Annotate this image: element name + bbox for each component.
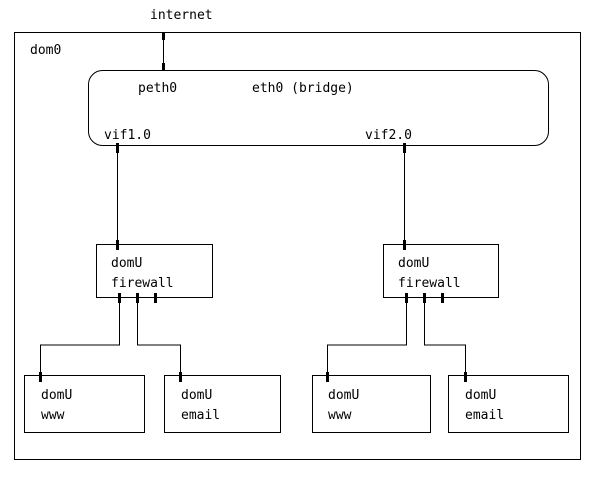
guest-right-email-line2: email: [465, 408, 504, 423]
link-firewall-left-to-email: [137, 297, 181, 376]
firewall-left-line1: domU: [111, 256, 142, 271]
guest-right-email-box: [448, 375, 569, 433]
guest-left-email-line2: email: [181, 408, 220, 423]
guest-right-email-line1: domU: [465, 388, 496, 403]
guest-right-www-line1: domU: [328, 388, 359, 403]
firewall-right-line2: firewall: [398, 276, 461, 291]
firewall-left-line2: firewall: [111, 276, 174, 291]
guest-left-www-line1: domU: [41, 388, 72, 403]
internet-label: internet: [150, 8, 213, 23]
guest-left-email-line1: domU: [181, 388, 212, 403]
link-firewall-right-to-email: [424, 297, 466, 376]
guest-right-www-box: [312, 375, 431, 433]
guest-left-www-line2: www: [41, 408, 65, 423]
dom0-label: dom0: [30, 43, 61, 58]
firewall-right-line1: domU: [398, 256, 429, 271]
vif1-label: vif1.0: [104, 128, 151, 143]
eth0-bridge-box: [88, 70, 549, 146]
vif2-label: vif2.0: [365, 128, 412, 143]
eth0-bridge-label: eth0 (bridge): [252, 81, 354, 96]
link-firewall-right-to-www: [327, 297, 407, 376]
dom0-container-box: [14, 32, 581, 460]
guest-left-email-box: [164, 375, 281, 433]
guest-left-www-box: [24, 375, 145, 433]
peth0-label: peth0: [138, 81, 177, 96]
link-firewall-left-to-www: [40, 297, 120, 376]
guest-right-www-line2: www: [328, 408, 352, 423]
